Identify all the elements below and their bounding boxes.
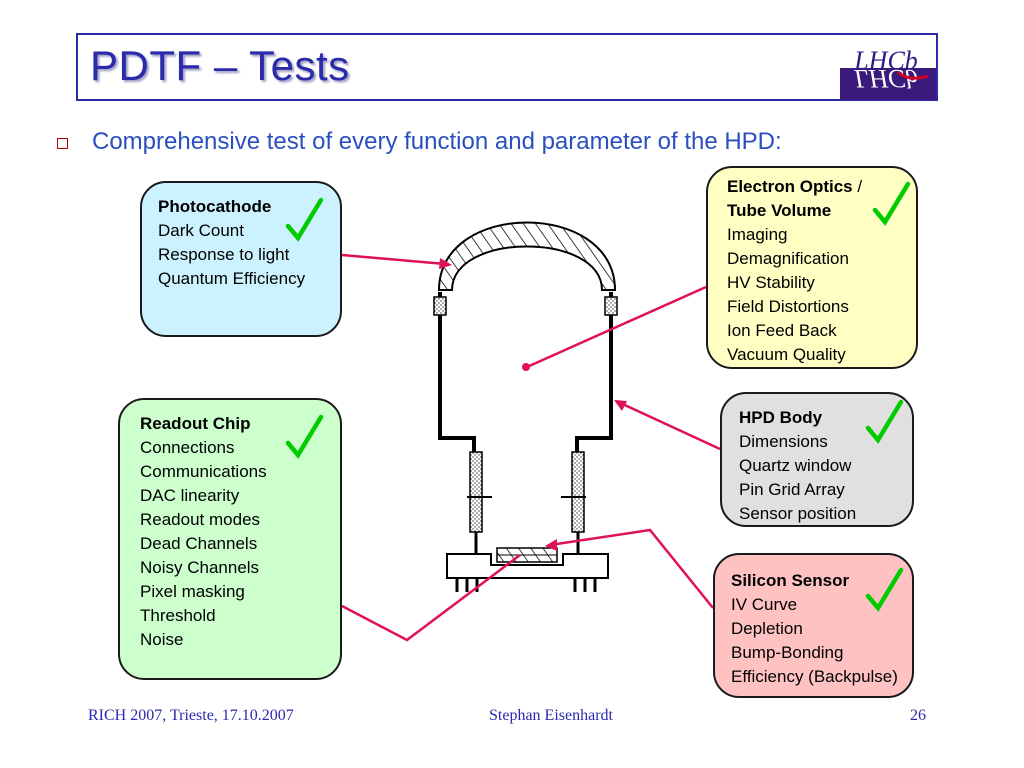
checkmark-icon	[865, 399, 904, 444]
list-item: Depletion	[731, 619, 803, 638]
list-item: Dead Channels	[140, 534, 258, 553]
lhcb-logo: LHCb LHCb	[840, 46, 936, 100]
photocathode-header: Photocathode	[158, 197, 272, 216]
quartz-window	[437, 221, 617, 291]
checkmark-icon	[285, 197, 324, 242]
hpd-body-box: HPD Body Dimensions Quartz window Pin Gr…	[720, 392, 914, 527]
connector-hpd-body	[615, 399, 721, 451]
readout-chip-header: Readout Chip	[140, 414, 251, 433]
svg-text:LHCb: LHCb	[853, 46, 918, 75]
list-item: Demagnification	[727, 249, 849, 268]
list-item: Field Distortions	[727, 297, 849, 316]
pins	[455, 578, 597, 592]
list-item: Dimensions	[739, 432, 828, 451]
pin-grid-carrier	[446, 553, 609, 579]
list-item: Bump-Bonding	[731, 643, 844, 662]
list-item: Quantum Efficiency	[158, 269, 306, 288]
connector-silicon	[549, 528, 714, 609]
arrowhead-silicon	[545, 539, 557, 551]
electron-optics-box: Electron Optics / Tube Volume Imaging De…	[706, 166, 918, 369]
list-item: Imaging	[727, 225, 788, 244]
tube-volume-header: Tube Volume	[727, 201, 832, 220]
bullet-square-icon	[57, 138, 68, 149]
tube-wall-right	[575, 292, 613, 452]
insulator-left	[469, 451, 483, 533]
tube-wall-left	[438, 292, 476, 452]
footer-event: RICH 2007, Trieste, 17.10.2007	[88, 707, 294, 724]
checkmark-icon	[285, 414, 324, 459]
list-item: Readout modes	[140, 510, 261, 529]
list-item: Ion Feed Back	[727, 321, 837, 340]
arrowhead-photocathode	[439, 258, 452, 269]
electron-optics-header: Electron Optics	[727, 177, 853, 196]
footer-page-number: 26	[910, 707, 926, 724]
list-item: Response to light	[158, 245, 290, 264]
list-item: Pixel masking	[140, 582, 245, 601]
list-item: Threshold	[140, 606, 216, 625]
list-item: Noise	[140, 630, 184, 649]
electron-optics-header-suffix: /	[852, 177, 863, 196]
connector-readout	[341, 554, 521, 642]
connector-dot	[522, 363, 530, 371]
flange-left	[433, 296, 447, 316]
flange-right	[604, 296, 618, 316]
connector-photocathode	[341, 253, 446, 266]
connector-electron-optics	[526, 285, 707, 369]
list-item: Vacuum Quality	[727, 345, 846, 364]
bullet-text: Comprehensive test of every function and…	[92, 128, 782, 155]
insulator-right	[571, 451, 585, 533]
list-item: DAC linearity	[140, 486, 240, 505]
list-item: Connections	[140, 438, 235, 457]
list-item: Quartz window	[739, 456, 852, 475]
checkmark-icon	[865, 567, 904, 612]
list-item: Noisy Channels	[140, 558, 260, 577]
silicon-sensor-box: Silicon Sensor IV Curve Depletion Bump-B…	[713, 553, 914, 698]
hpd-body-header: HPD Body	[739, 408, 823, 427]
title-bar	[76, 33, 938, 101]
list-item: Pin Grid Array	[739, 480, 845, 499]
checkmark-icon	[872, 181, 911, 226]
footer-author: Stephan Eisenhardt	[489, 707, 613, 724]
list-item: Dark Count	[158, 221, 244, 240]
list-item: IV Curve	[731, 595, 798, 614]
arrowhead-hpd-body	[614, 400, 627, 411]
list-item: Communications	[140, 462, 267, 481]
silicon-sensor-header: Silicon Sensor	[731, 571, 850, 590]
list-item: Efficiency (Backpulse)	[731, 667, 898, 686]
photocathode-box: Photocathode Dark Count Response to ligh…	[140, 181, 342, 337]
list-item: HV Stability	[727, 273, 815, 292]
list-item: Sensor position	[739, 504, 857, 523]
slide-title: PDTF – Tests	[90, 42, 350, 89]
